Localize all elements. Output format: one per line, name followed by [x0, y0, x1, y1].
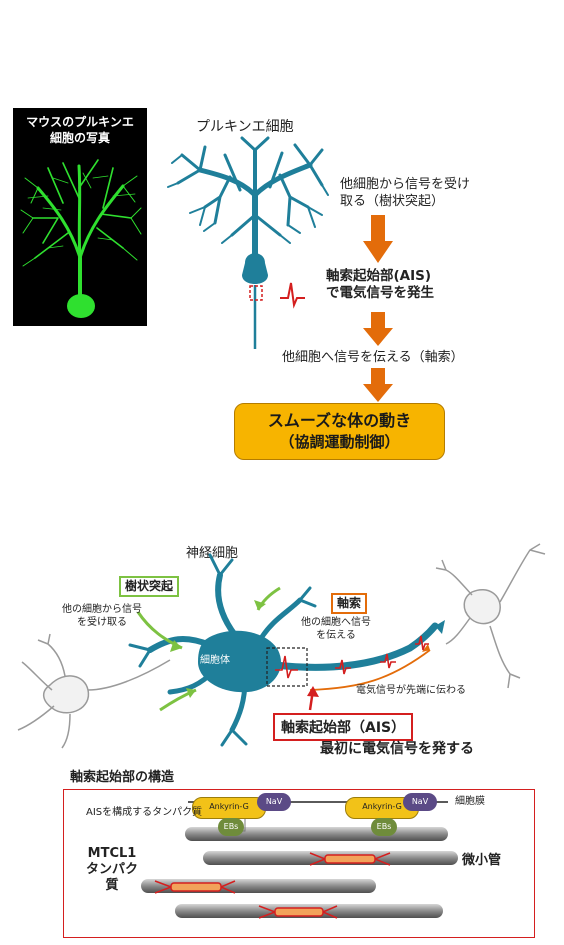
mtcl1-line3: 質 [105, 878, 119, 893]
mtcl1-line1: MTCL1 [87, 846, 137, 861]
step2-line2: で電気信号を発生 [326, 285, 434, 301]
signal-desc: 電気信号が先端に伝わる [356, 685, 466, 696]
ebs-2: EBs [371, 818, 397, 836]
ankyrin-g-1-label: Ankyrin-G [209, 802, 249, 811]
microtubule-label: 微小管 [462, 853, 502, 868]
neuron-diagram [17, 543, 546, 749]
dendrite-label: 樹状突起 [119, 576, 180, 597]
axon-desc: 他の細胞へ信号 を伝える [301, 616, 371, 642]
nav-2-label: NaV [411, 797, 429, 806]
ebs-1: EBs [218, 818, 244, 836]
cell-title: プルキンエ細胞 [196, 119, 294, 135]
ais-desc: 最初に電気信号を発する [320, 741, 474, 757]
ankyrin-g-1: Ankyrin-G [192, 797, 266, 819]
result-line1: スムーズな体の動き [267, 411, 412, 430]
structure-frame [63, 789, 535, 938]
left-neighbor-neuron [17, 633, 171, 749]
result-box: スムーズな体の動き （協調運動制御） [234, 403, 445, 460]
neuron-title: 神経細胞 [186, 546, 239, 561]
flow-arrow-3 [363, 368, 393, 402]
soma-label: 細胞体 [200, 655, 230, 666]
nav-1: NaV [257, 793, 291, 811]
step3-text: 他細胞へ信号を伝える（軸索） [282, 350, 464, 365]
nav-1-label: NaV [265, 797, 283, 806]
axon-desc-line2: を伝える [316, 630, 356, 641]
structure-title: 軸索起始部の構造 [70, 770, 175, 785]
dendrite-desc-line1: 他の細胞から信号 [62, 604, 142, 615]
mtcl1-line2: タンパク [86, 862, 139, 877]
purkinje-fluorescent-image [20, 159, 142, 318]
right-neighbor-neuron [435, 543, 546, 689]
ankyrin-g-2-label: Ankyrin-G [362, 802, 402, 811]
ebs-1-label: EBs [223, 822, 239, 831]
photo-caption-line1: マウスのプルキンエ [26, 115, 134, 129]
ebs-2-label: EBs [376, 822, 392, 831]
ais-label: 軸索起始部（AIS） [273, 713, 414, 741]
membrane-label: 細胞膜 [455, 796, 485, 807]
step2-line1: 軸索起始部(AIS) [326, 268, 432, 284]
step1-text: 他細胞から信号を受け 取る（樹状突起） [340, 176, 470, 210]
result-line2: （協調運動制御） [279, 433, 400, 451]
purkinje-cell-diagram [167, 136, 329, 349]
structure-diagram [141, 801, 458, 919]
dendrite-desc: 他の細胞から信号 を受け取る [62, 603, 142, 629]
axon-label: 軸索 [331, 593, 368, 614]
flow-arrow-2 [363, 312, 393, 346]
axon-desc-line1: 他の細胞へ信号 [301, 617, 371, 628]
ais-proteins-label: AISを構成するタンパク質 [86, 807, 203, 818]
step1-line2: 取る（樹状突起） [340, 194, 445, 209]
photo-caption: マウスのプルキンエ 細胞の写真 [13, 114, 147, 146]
nav-2: NaV [403, 793, 437, 811]
soma [198, 630, 282, 693]
purkinje-photo: マウスのプルキンエ 細胞の写真 [13, 108, 147, 326]
step1-line1: 他細胞から信号を受け [340, 177, 471, 192]
step2-text: 軸索起始部(AIS) で電気信号を発生 [326, 268, 434, 302]
photo-caption-line2: 細胞の写真 [49, 131, 110, 145]
mtcl1-label: MTCL1 タンパク 質 [86, 846, 138, 894]
flow-arrow-1 [363, 215, 393, 263]
dendrite-desc-line2: を受け取る [77, 617, 127, 628]
